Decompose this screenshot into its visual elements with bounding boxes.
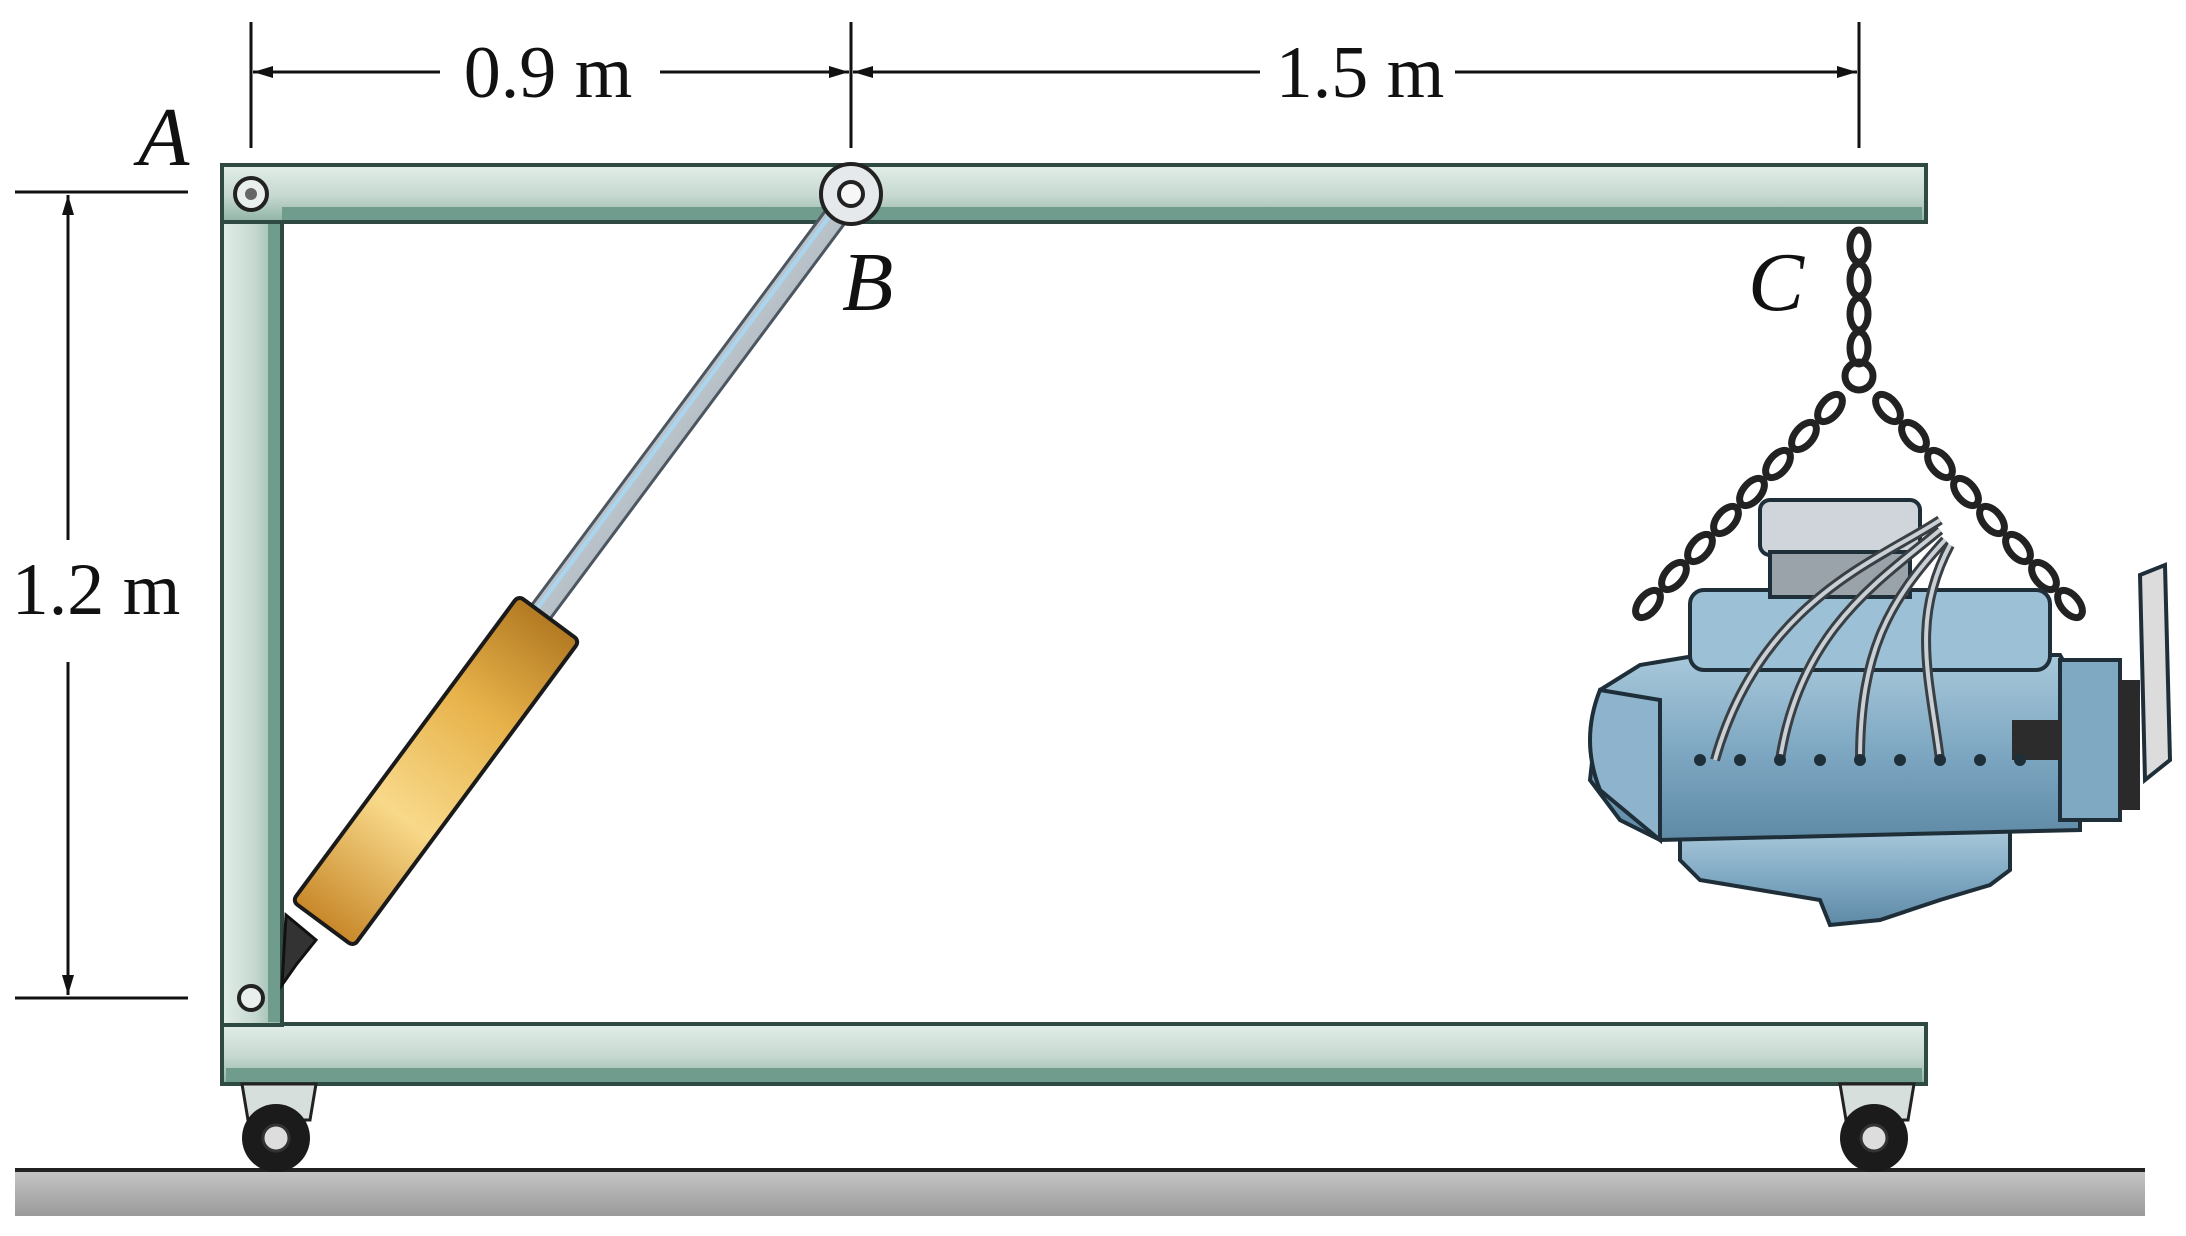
base-beam <box>220 1022 1928 1086</box>
chain <box>1632 226 2086 622</box>
dim-label-bc: 1.5 m <box>1276 32 1445 114</box>
caster-wheel-left <box>240 1082 318 1172</box>
pin-a <box>233 176 269 212</box>
caster-wheel-right <box>1838 1082 1916 1172</box>
vertical-post <box>220 163 284 1027</box>
ground <box>15 1168 2145 1216</box>
point-label-b: B <box>842 236 893 329</box>
hydraulic-cylinder <box>280 596 580 991</box>
dimension-lines <box>15 22 1861 1000</box>
hydraulic-rod <box>507 184 863 653</box>
top-boom <box>220 163 1928 224</box>
pin-b <box>819 162 883 226</box>
dim-label-height: 1.2 m <box>12 549 181 631</box>
point-label-a: A <box>133 91 190 184</box>
point-label-c: C <box>1748 236 1805 329</box>
pin-bottom <box>237 984 265 1012</box>
engine-block <box>1587 498 2173 928</box>
dim-label-ab: 0.9 m <box>464 32 633 114</box>
